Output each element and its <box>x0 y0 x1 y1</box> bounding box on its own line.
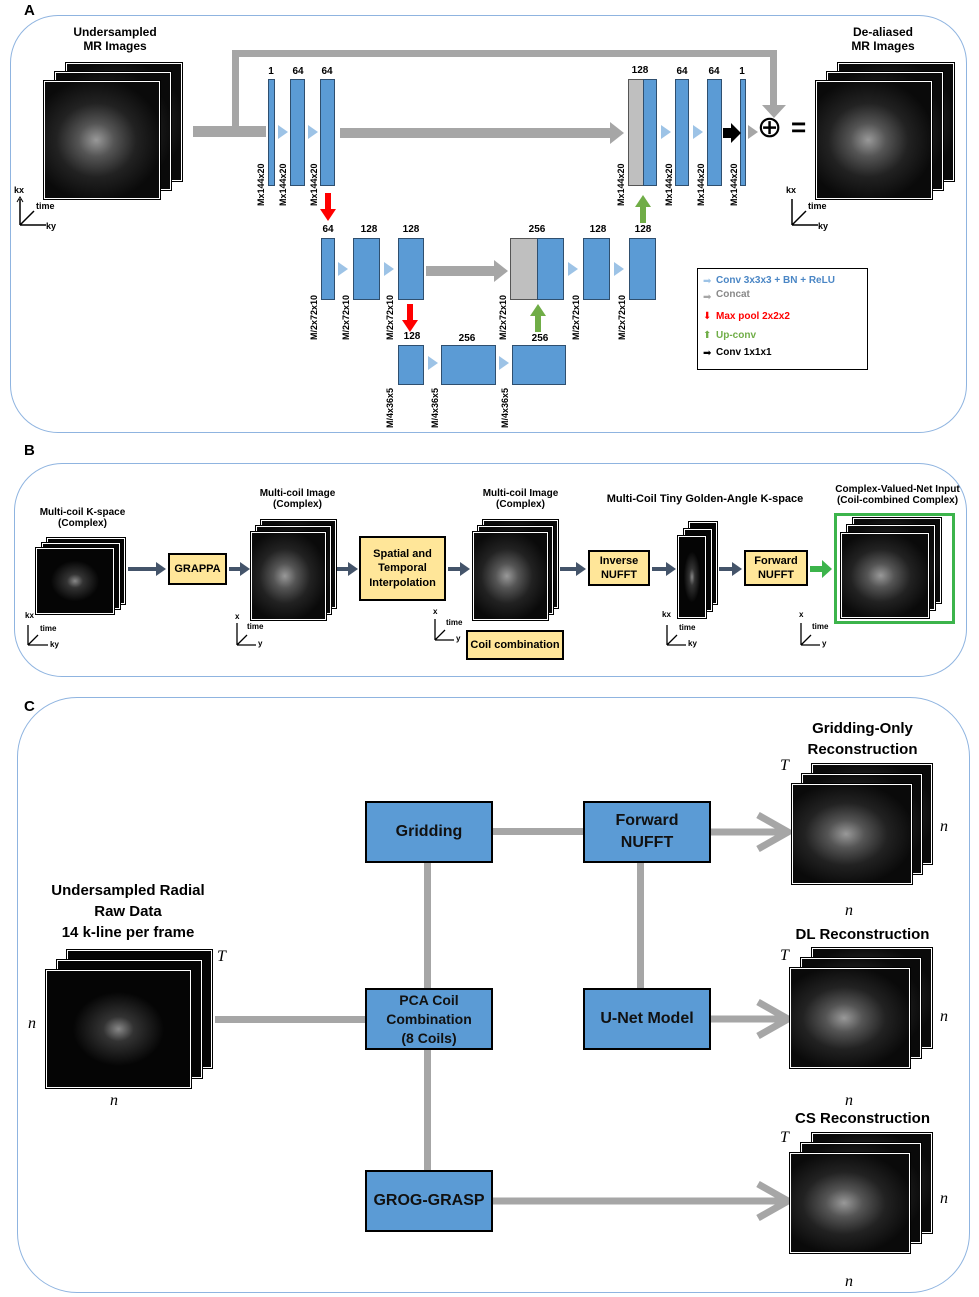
gridding-box: Gridding <box>365 801 493 863</box>
block-top-6 <box>707 79 722 186</box>
block-top-3 <box>320 79 335 186</box>
conv1-legend-icon: ➡ <box>703 348 712 359</box>
conv-arrow <box>614 262 624 276</box>
maxpool-arrow <box>320 193 336 221</box>
grappa-box: GRAPPA <box>168 553 227 585</box>
block-bot-2 <box>441 345 496 385</box>
upconv-arrow <box>530 304 546 332</box>
skip-residual <box>232 50 239 130</box>
grog-grasp-box: GROG-GRASP <box>365 1170 493 1232</box>
maxpool-legend-icon: ⬇ <box>703 311 712 322</box>
skip-top <box>340 128 612 138</box>
conv-arrow <box>568 262 578 276</box>
maxpool-arrow <box>402 304 418 332</box>
block-top-2 <box>290 79 305 186</box>
panel-c <box>17 697 970 1293</box>
block-bot-1 <box>398 345 424 385</box>
conv-arrow <box>278 125 288 139</box>
panel-b-label: B <box>24 442 35 459</box>
residual-down-arrow <box>762 105 786 118</box>
net-input-frame <box>834 513 955 624</box>
block-bot-3 <box>512 345 566 385</box>
concat-legend-icon: ➡ <box>703 292 712 303</box>
conv-arrow <box>428 356 438 370</box>
upconv-legend-icon: ⬆ <box>703 330 712 341</box>
skip-mid <box>426 266 496 276</box>
plus-icon: ⊕ <box>757 111 783 144</box>
conv-legend-icon: ➡ <box>703 276 712 287</box>
block-mid-4 <box>537 238 564 300</box>
block-mid-2 <box>353 238 380 300</box>
conv-arrow <box>693 125 703 139</box>
block-mid-6 <box>629 238 656 300</box>
conv-arrow <box>661 125 671 139</box>
block-top-1 <box>268 79 275 186</box>
flow-arrows-b <box>128 560 832 578</box>
conv-arrow <box>338 262 348 276</box>
input-line <box>193 126 266 137</box>
equals-sign: = <box>791 112 807 142</box>
conv1-arrow <box>723 123 741 143</box>
conv-arrow <box>384 262 394 276</box>
panel-a-label: A <box>24 2 35 19</box>
block-mid-1 <box>321 238 335 300</box>
conv-arrow <box>308 125 318 139</box>
legend: ➡ Conv 3x3x3 + BN + ReLU ➡ Concat ⬇ Max … <box>697 268 868 370</box>
unet-model-box: U-Net Model <box>583 988 711 1050</box>
block-mid-3 <box>398 238 424 300</box>
block-top-4 <box>643 79 657 186</box>
block-mid-5 <box>583 238 610 300</box>
panel-c-label: C <box>24 698 35 715</box>
block-top-5 <box>675 79 689 186</box>
panel-a <box>10 15 967 433</box>
upconv-arrow <box>635 195 651 223</box>
concat-arrow <box>748 125 758 139</box>
conv-arrow <box>499 356 509 370</box>
panel-b <box>14 463 967 677</box>
coil-combination-box: Coil combination <box>466 630 564 660</box>
